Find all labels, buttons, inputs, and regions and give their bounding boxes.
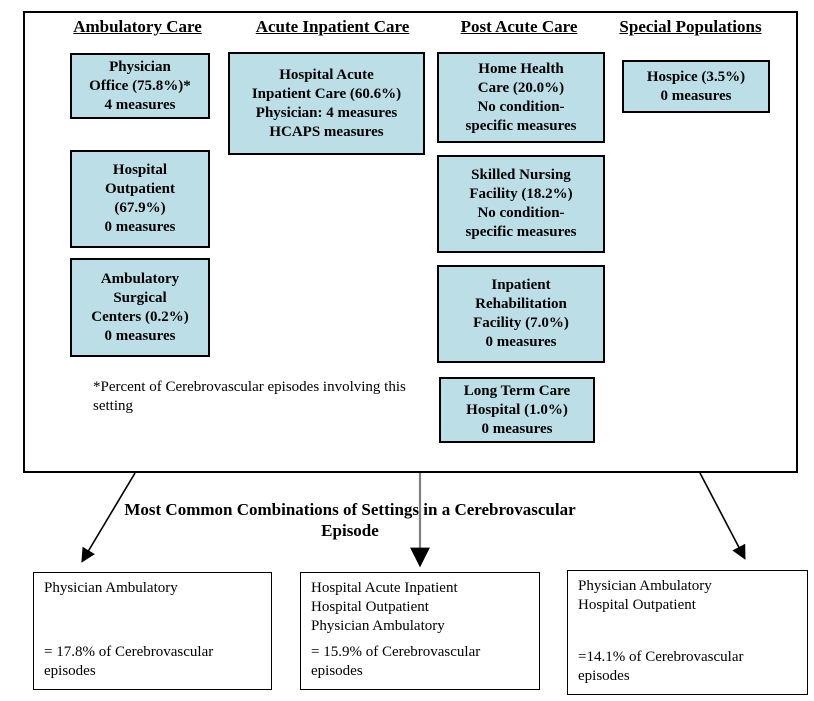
combo-settings: Hospital Acute Inpatient Hospital Outpat… <box>311 580 458 634</box>
combo-box-inpatient-outpatient-ambulatory: Hospital Acute Inpatient Hospital Outpat… <box>300 572 540 690</box>
column-header-acute-inpatient-care: Acute Inpatient Care <box>255 17 410 36</box>
combinations-title: Most Common Combinations of Settings in … <box>124 500 576 540</box>
setting-box-inpatient-rehabilitation-facility: Inpatient Rehabilitation Facility (7.0%)… <box>437 265 605 363</box>
column-header-post-acute-care: Post Acute Care <box>460 17 578 36</box>
combo-box-physician-ambulatory: Physician Ambulatory = 17.8% of Cerebrov… <box>33 572 272 690</box>
setting-box-long-term-care-hospital: Long Term Care Hospital (1.0%) 0 measure… <box>439 377 595 443</box>
column-header-ambulatory-care: Ambulatory Care <box>73 17 202 36</box>
setting-box-hospice: Hospice (3.5%) 0 measures <box>622 60 770 113</box>
combo-share: =14.1% of Cerebrovascular episodes <box>578 649 744 684</box>
combo-share: = 15.9% of Cerebrovascular episodes <box>311 644 481 679</box>
setting-box-home-health-care: Home Health Care (20.0%) No condition- s… <box>437 52 605 143</box>
setting-box-hospital-outpatient: Hospital Outpatient (67.9%) 0 measures <box>70 150 210 248</box>
combo-share: = 17.8% of Cerebrovascular episodes <box>44 644 214 679</box>
setting-box-skilled-nursing-facility: Skilled Nursing Facility (18.2%) No cond… <box>437 155 605 253</box>
combo-settings: Physician Ambulatory <box>44 580 178 596</box>
combo-settings: Physician Ambulatory Hospital Outpatient <box>578 578 712 613</box>
setting-box-ambulatory-surgical-centers: Ambulatory Surgical Centers (0.2%) 0 mea… <box>70 258 210 357</box>
footnote: *Percent of Cerebrovascular episodes inv… <box>93 379 406 414</box>
column-header-special-populations: Special Populations <box>619 17 762 36</box>
setting-box-physician-office: Physician Office (75.8%)* 4 measures <box>70 53 210 119</box>
arrow-right <box>699 472 746 560</box>
setting-box-hospital-acute-inpatient: Hospital Acute Inpatient Care (60.6%) Ph… <box>228 52 425 155</box>
combo-box-ambulatory-outpatient: Physician Ambulatory Hospital Outpatient… <box>567 570 808 695</box>
